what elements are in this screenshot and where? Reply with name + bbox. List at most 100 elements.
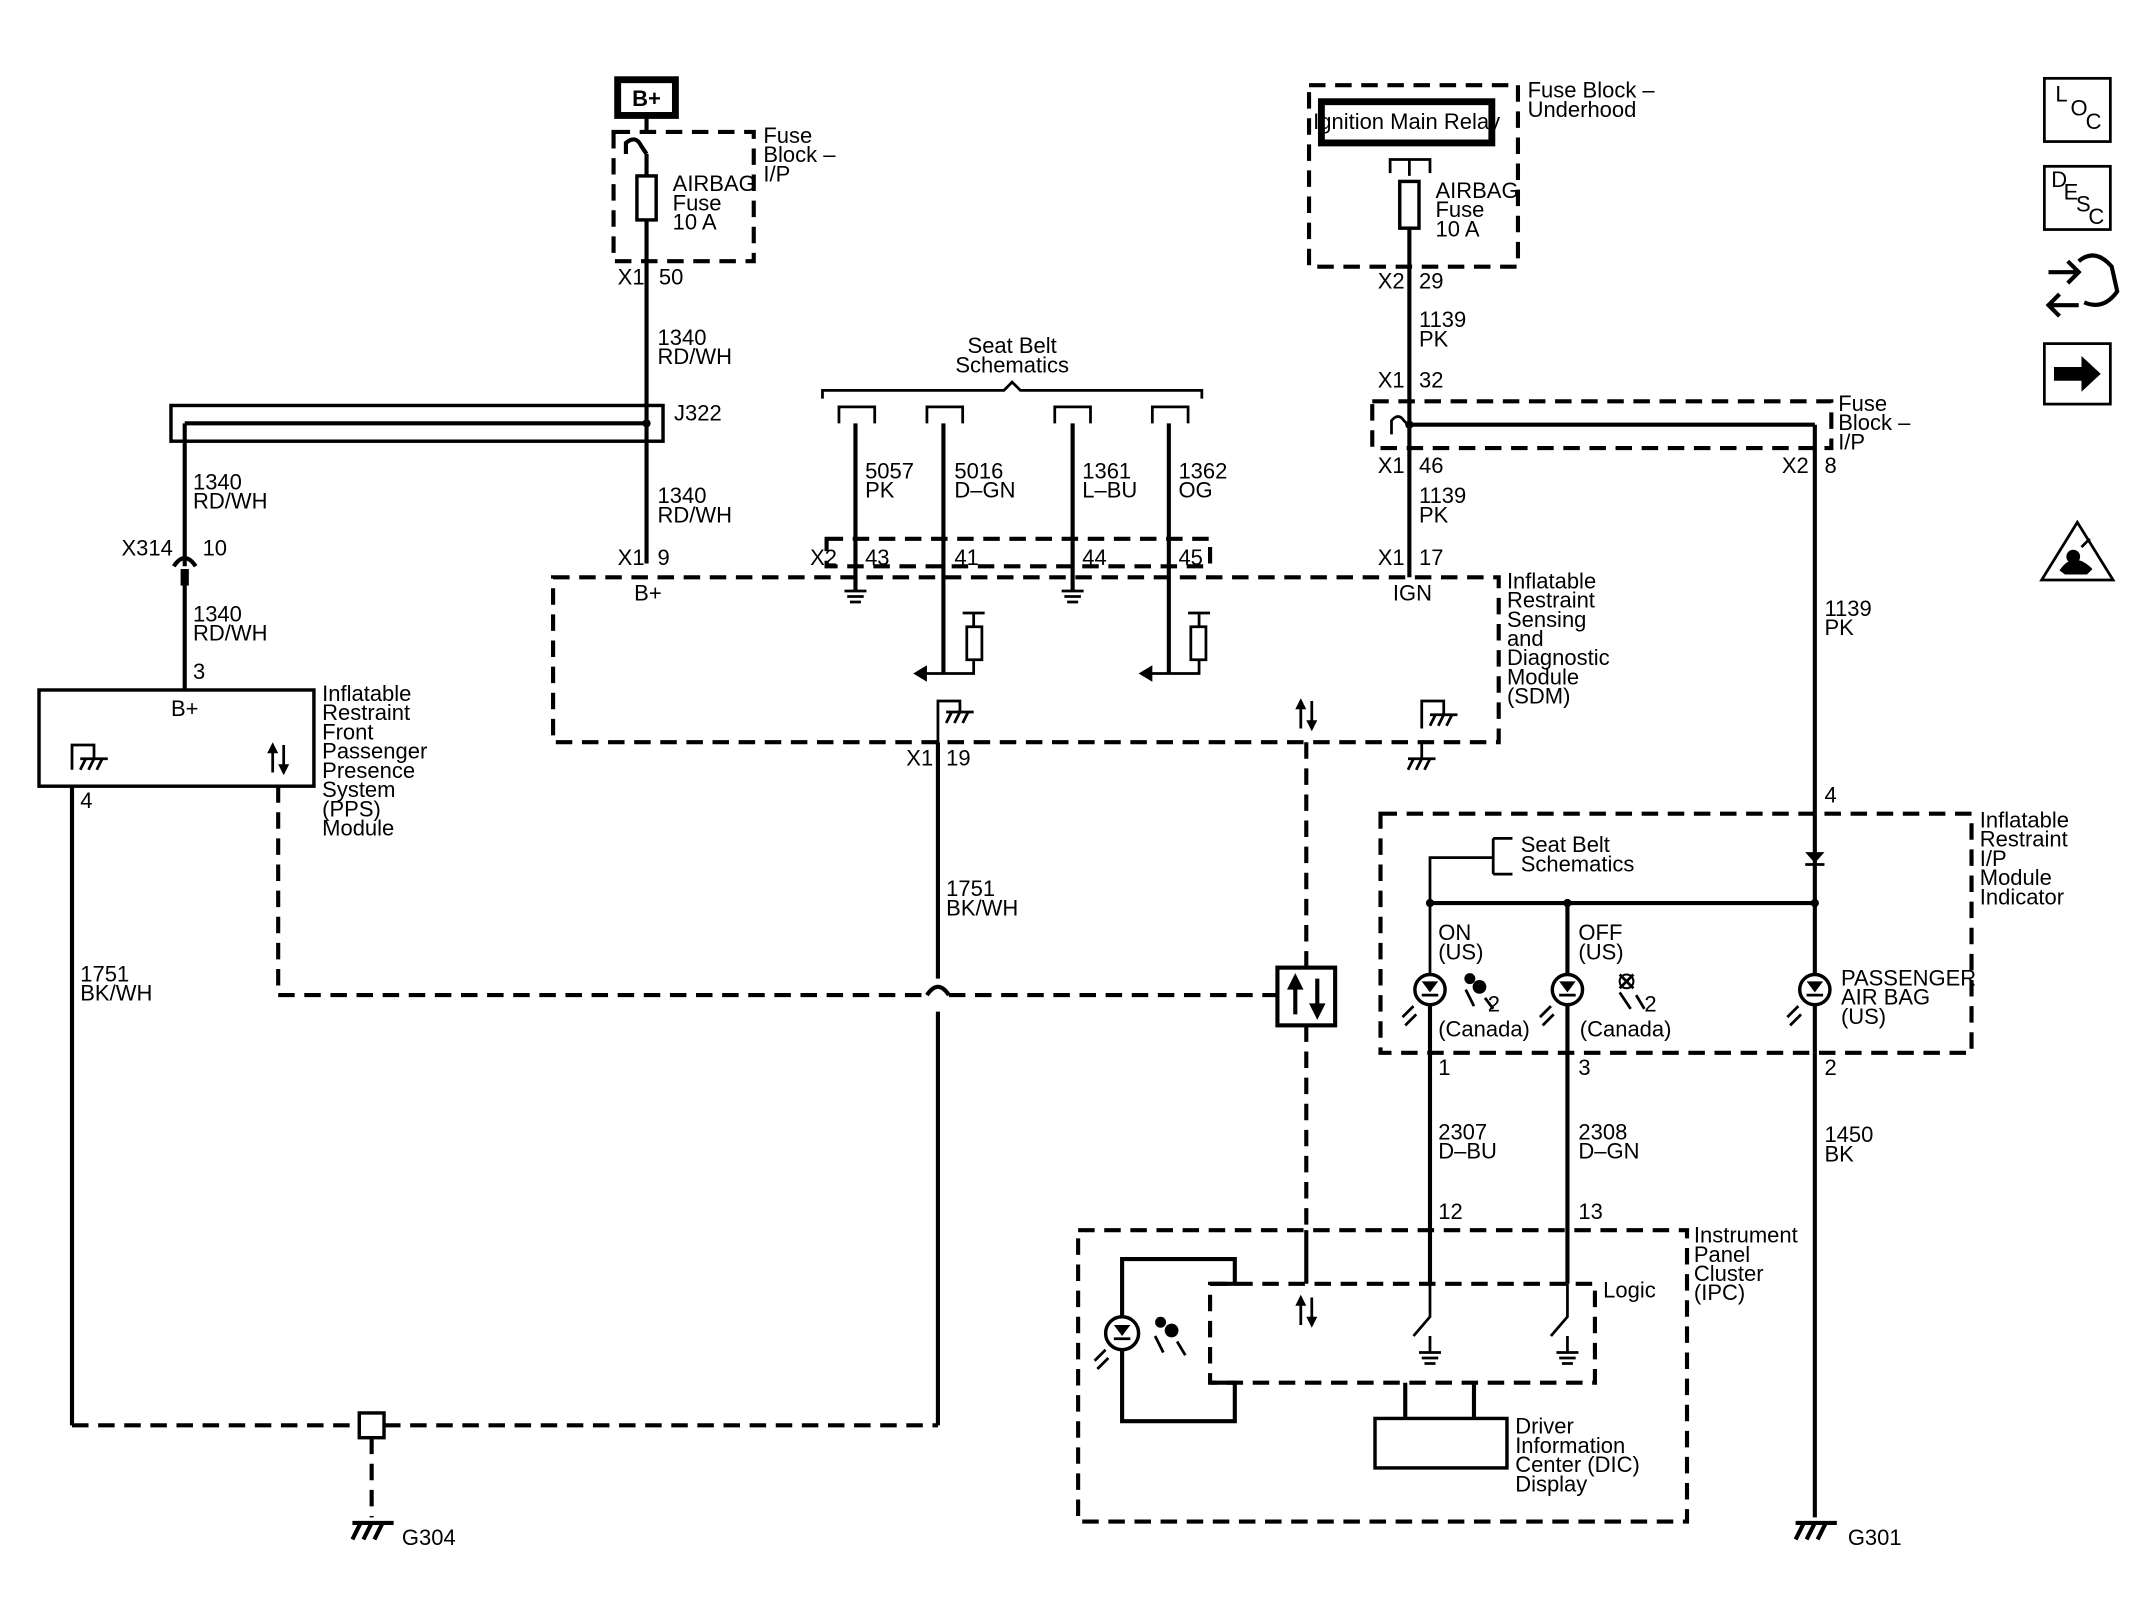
svg-text:(US): (US) [1841, 1004, 1886, 1029]
led-indicator-icon [1786, 972, 1832, 1027]
svg-text:2: 2 [1488, 992, 1500, 1017]
svg-text:OG: OG [1178, 478, 1212, 503]
svg-text:1: 1 [1438, 1055, 1450, 1080]
svg-text:X2: X2 [1782, 453, 1809, 478]
svg-text:17: 17 [1419, 545, 1443, 570]
svg-text:Cluster: Cluster [1694, 1261, 1764, 1286]
svg-text:45: 45 [1178, 545, 1202, 570]
svg-text:1340: 1340 [193, 469, 242, 494]
fuse-block-ip-right: Fuse Block – I/P X1 46 X2 8 [1370, 391, 1911, 478]
svg-text:X314: X314 [121, 535, 172, 560]
data-communication-icon [267, 742, 290, 776]
ground-symbol-icon [70, 743, 108, 771]
svg-text:1340: 1340 [658, 483, 707, 508]
fuse-block-ip-top: AIRBAG Fuse 10 A Fuse Block – I/P X1 50 [611, 123, 836, 290]
svg-text:Restraint: Restraint [1507, 588, 1595, 613]
svg-text:X1: X1 [1378, 545, 1405, 570]
svg-text:G304: G304 [402, 1525, 456, 1550]
desc-icon[interactable]: D E S C [2043, 164, 2112, 231]
svg-text:Module: Module [1980, 865, 2052, 890]
ground-symbol-icon [1061, 589, 1084, 604]
data-communication-icon [1295, 698, 1318, 732]
svg-text:O: O [2070, 95, 2087, 120]
svg-text:1139: 1139 [1824, 596, 1871, 621]
svg-text:L–BU: L–BU [1082, 478, 1137, 503]
ground-symbol-icon [1420, 699, 1458, 729]
connector-info-icon[interactable] [2045, 253, 2120, 318]
svg-text:1361: 1361 [1082, 458, 1131, 483]
svg-text:Restraint: Restraint [1980, 827, 2068, 852]
loc-icon[interactable]: L O C [2043, 76, 2112, 143]
svg-text:Fuse: Fuse [673, 190, 722, 215]
svg-text:Panel: Panel [1694, 1242, 1750, 1267]
svg-text:Diagnostic: Diagnostic [1507, 645, 1610, 670]
svg-text:Block –: Block – [763, 142, 836, 167]
esd-warning-icon [2039, 519, 2116, 582]
svg-text:and: and [1507, 626, 1544, 651]
svg-text:43: 43 [865, 545, 889, 570]
svg-text:Indicator: Indicator [1980, 884, 2064, 909]
svg-text:Inflatable: Inflatable [1507, 568, 1596, 593]
svg-text:RD/WH: RD/WH [193, 489, 268, 514]
svg-text:I/P: I/P [1980, 846, 2007, 871]
svg-text:AIRBAG: AIRBAG [1435, 178, 1518, 203]
svg-text:Instrument: Instrument [1694, 1223, 1798, 1248]
svg-text:Inflatable: Inflatable [322, 681, 411, 706]
svg-text:(Canada): (Canada) [1580, 1016, 1672, 1041]
svg-text:1450: 1450 [1824, 1122, 1873, 1147]
svg-text:Display: Display [1515, 1471, 1587, 1496]
svg-text:Center (DIC): Center (DIC) [1515, 1452, 1640, 1477]
svg-text:D–GN: D–GN [1578, 1139, 1639, 1164]
svg-text:J322: J322 [674, 401, 722, 426]
svg-text:B+: B+ [171, 696, 199, 721]
passenger-airbag-off-icon [1618, 973, 1646, 1010]
svg-text:B+: B+ [634, 581, 662, 606]
svg-text:PK: PK [1419, 326, 1449, 351]
svg-text:L: L [2055, 82, 2067, 107]
sdm-module: X1 9 B+ X2 43 41 44 45 X1 17 IGN [551, 536, 1610, 771]
svg-text:Fuse: Fuse [1435, 197, 1484, 222]
svg-text:Information: Information [1515, 1433, 1625, 1458]
instrument-panel-cluster: Logic Driver Information Center (DIC) Di… [1076, 1223, 1798, 1524]
svg-text:5057: 5057 [865, 458, 914, 483]
j322-splice: J322 [169, 401, 722, 443]
svg-text:Ignition Main Relay: Ignition Main Relay [1313, 109, 1500, 134]
svg-text:(US): (US) [1578, 939, 1623, 964]
svg-text:Fuse Block –: Fuse Block – [1528, 78, 1656, 103]
svg-text:10: 10 [203, 535, 227, 560]
svg-text:2308: 2308 [1578, 1119, 1627, 1144]
svg-text:29: 29 [1419, 269, 1443, 294]
airbag-fuse-icon [1398, 179, 1421, 230]
passenger-airbag-on-icon [1464, 973, 1495, 1010]
svg-text:1362: 1362 [1178, 458, 1227, 483]
svg-text:10 A: 10 A [1435, 216, 1479, 241]
next-page-arrow-icon[interactable] [2043, 342, 2112, 406]
svg-text:Fuse: Fuse [1838, 391, 1887, 416]
svg-text:G301: G301 [1848, 1525, 1902, 1550]
svg-text:5016: 5016 [954, 458, 1003, 483]
g301-ground-icon: G301 [1793, 1520, 1902, 1550]
svg-text:ON: ON [1438, 920, 1471, 945]
led-indicator-icon [1538, 972, 1585, 1027]
svg-text:4: 4 [1824, 783, 1836, 808]
svg-text:E: E [2064, 179, 2079, 204]
svg-text:Logic: Logic [1603, 1277, 1656, 1302]
svg-text:(SDM): (SDM) [1507, 684, 1571, 709]
svg-text:1139: 1139 [1419, 483, 1466, 508]
svg-text:2: 2 [1824, 1055, 1836, 1080]
svg-text:D–BU: D–BU [1438, 1139, 1497, 1164]
svg-text:Presence: Presence [322, 758, 415, 783]
svg-text:Front: Front [322, 719, 373, 744]
svg-text:RD/WH: RD/WH [658, 344, 732, 369]
svg-text:PK: PK [1824, 615, 1854, 640]
svg-text:(IPC): (IPC) [1694, 1280, 1745, 1305]
svg-text:X2: X2 [1378, 269, 1405, 294]
svg-text:Schematics: Schematics [955, 352, 1069, 377]
svg-text:10 A: 10 A [673, 210, 717, 235]
svg-text:Module: Module [322, 816, 394, 841]
svg-text:PASSENGER: PASSENGER [1841, 965, 1976, 990]
svg-text:X1: X1 [906, 746, 933, 771]
svg-text:1340: 1340 [658, 325, 707, 350]
serial-data-junction-icon [1275, 965, 1338, 1028]
